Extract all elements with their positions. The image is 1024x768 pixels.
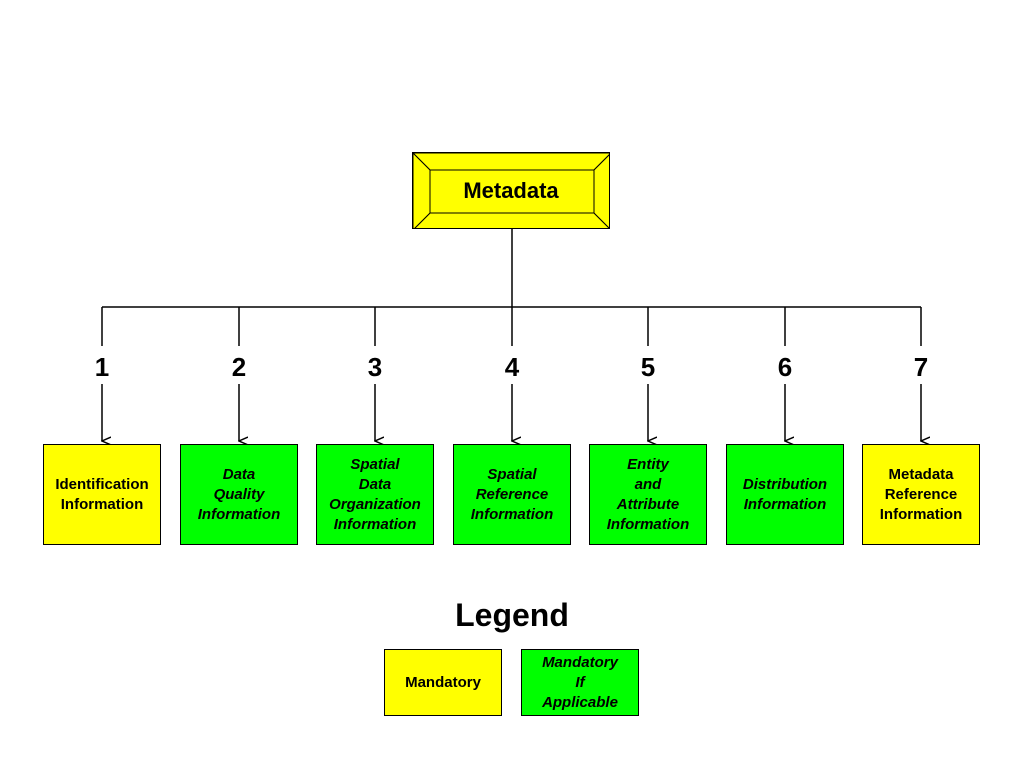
section-box-text: Organization — [329, 495, 421, 513]
legend-text: Applicable — [542, 693, 618, 711]
section-box-text: Entity — [627, 455, 669, 473]
section-box-text: Data — [358, 475, 392, 493]
section-box-text: Identification — [55, 475, 149, 493]
section-box-text: Reference — [475, 485, 549, 503]
section-number-6: 6 — [777, 352, 793, 382]
section-box-text: Attribute — [616, 495, 680, 513]
legend-title: Legend — [455, 597, 569, 633]
section-number-7: 7 — [913, 352, 929, 382]
metadata-root-box: Metadata — [412, 152, 610, 229]
section-box-text: Data — [222, 465, 256, 483]
metadata-root-label: Metadata — [463, 177, 559, 203]
bevel-frame — [413, 153, 609, 228]
section-box-text: Information — [333, 515, 417, 533]
section-number-5: 5 — [640, 352, 656, 382]
section-number-2: 2 — [231, 352, 247, 382]
section-box-text: Metadata — [888, 465, 954, 483]
legend-text: Mandatory — [542, 653, 618, 671]
legend-text: If — [575, 673, 585, 691]
section-number-4: 4 — [504, 352, 520, 382]
section-box-text: and — [634, 475, 662, 493]
section-box-text: Distribution — [742, 475, 828, 493]
section-box-text: Information — [743, 495, 827, 513]
section-box-text: Information — [879, 505, 963, 523]
legend-text: Mandatory — [405, 673, 481, 691]
section-box-text: Reference — [884, 485, 958, 503]
section-box-text: Information — [470, 505, 554, 523]
section-box-text: Information — [197, 505, 281, 523]
section-box-text: Information — [60, 495, 144, 513]
section-box-text: Spatial — [350, 455, 400, 473]
section-number-1: 1 — [94, 352, 110, 382]
section-box-text: Spatial — [487, 465, 537, 483]
section-box-text: Information — [606, 515, 690, 533]
section-number-3: 3 — [367, 352, 383, 382]
legend-swatch-mandatory: Mandatory — [384, 649, 502, 716]
section-box-text: Quality — [213, 485, 265, 503]
